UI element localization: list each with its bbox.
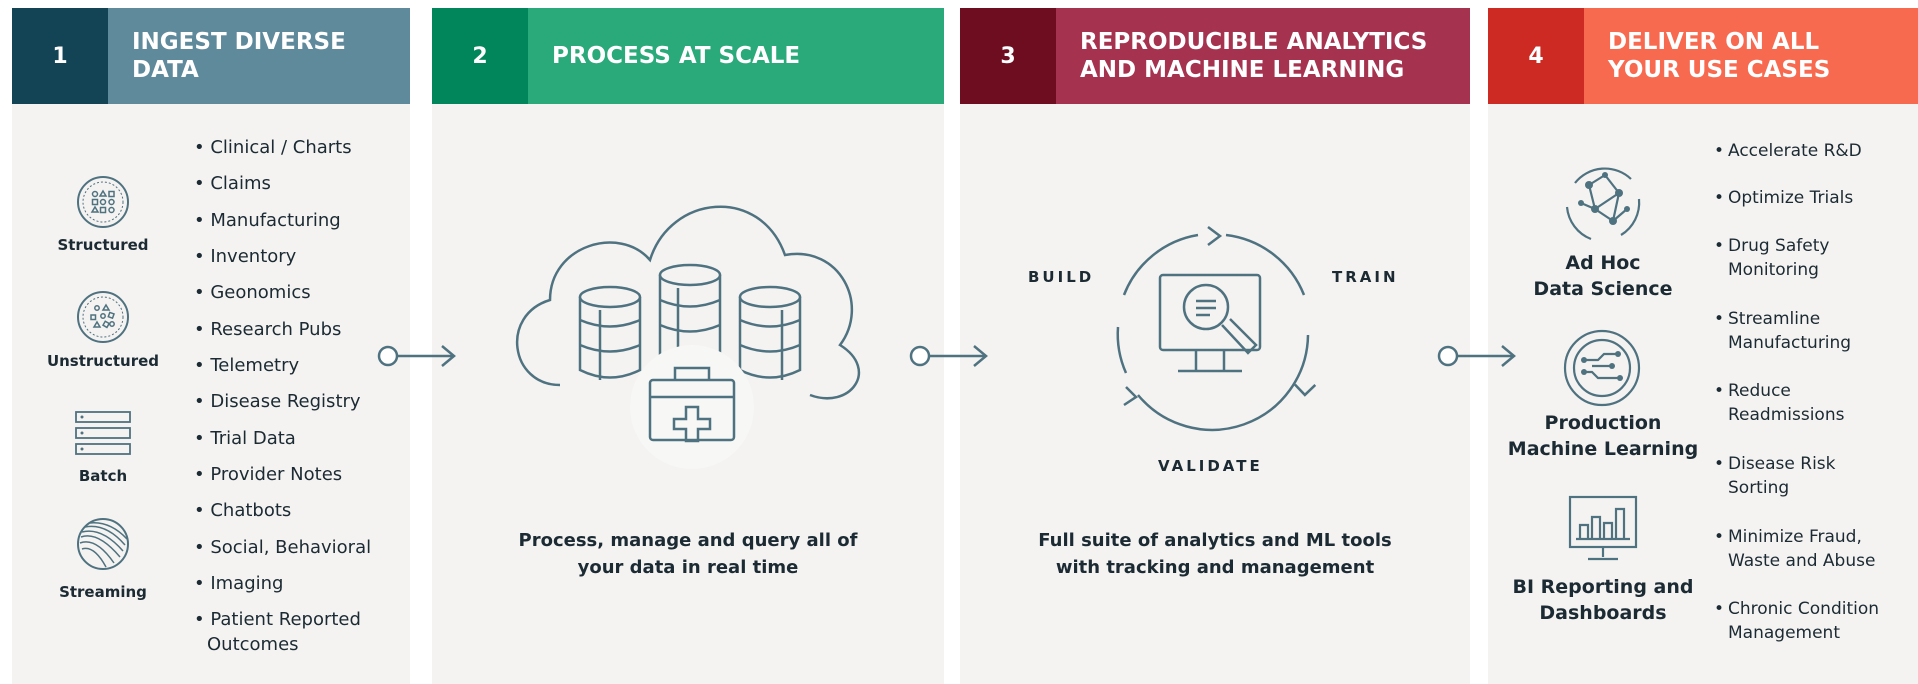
source-label-structured: Structured xyxy=(57,236,149,254)
data-type-item: • Trial Data xyxy=(194,428,296,449)
batch-icon xyxy=(75,411,131,455)
step-number: 3 xyxy=(960,8,1056,104)
step-title-line: INGEST DIVERSE xyxy=(132,29,346,55)
use-case-item: •Accelerate R&D xyxy=(1714,141,1862,161)
process-caption: Process, manage and query all of your da… xyxy=(432,527,944,581)
panel-analytics xyxy=(960,96,1470,684)
step-title-line: AND MACHINE LEARNING xyxy=(1080,57,1405,83)
analytics-caption: Full suite of analytics and ML tools wit… xyxy=(960,527,1470,581)
flow-arrow-2 xyxy=(909,345,988,367)
step-number: 2 xyxy=(432,8,528,104)
step-title-line: YOUR USE CASES xyxy=(1608,57,1831,83)
ml-cycle-icon xyxy=(1116,226,1317,432)
stage-validate: VALIDATE xyxy=(1158,457,1263,475)
use-case-item: •Optimize Trials xyxy=(1714,188,1854,208)
source-label-streaming: Streaming xyxy=(59,583,147,601)
data-type-item-continued: Outcomes xyxy=(207,634,299,655)
panel-deliver xyxy=(1488,96,1918,684)
unstructured-icon xyxy=(77,291,129,343)
step-title: PROCESS AT SCALE xyxy=(528,8,944,104)
source-label-batch: Batch xyxy=(78,467,128,485)
step-number: 1 xyxy=(12,8,108,104)
caption-line: your data in real time xyxy=(577,557,799,578)
data-type-item: • Clinical / Charts xyxy=(194,137,352,158)
step-title-line: DATA xyxy=(132,57,199,83)
data-type-item: • Claims xyxy=(194,173,271,194)
dashboard-icon xyxy=(1568,495,1638,561)
circuit-icon xyxy=(1563,329,1641,407)
use-case-item: •Minimize Fraud,Waste and Abuse xyxy=(1714,527,1876,571)
step-title-line: DELIVER ON ALL xyxy=(1608,29,1820,55)
flow-arrow-3 xyxy=(1437,345,1516,367)
data-type-item: • Provider Notes xyxy=(194,464,343,485)
structured-icon xyxy=(77,176,129,228)
data-type-item: • Patient Reported xyxy=(194,609,361,630)
data-type-item: • Telemetry xyxy=(194,355,300,376)
step-title-line: PROCESS AT SCALE xyxy=(552,43,801,69)
step-title-line: REPRODUCIBLE ANALYTICS xyxy=(1080,29,1428,55)
caption-line: with tracking and management xyxy=(1055,557,1375,578)
data-type-item: • Inventory xyxy=(194,246,297,267)
cloud-data-icon xyxy=(515,205,861,469)
data-type-item: • Imaging xyxy=(194,573,284,594)
data-type-item: • Chatbots xyxy=(194,500,292,521)
caption-line: Process, manage and query all of xyxy=(518,530,858,551)
data-type-item: • Research Pubs xyxy=(194,319,342,340)
flow-arrow-1 xyxy=(377,345,456,367)
source-label-unstructured: Unstructured xyxy=(46,352,160,370)
step-number: 4 xyxy=(1488,8,1584,104)
data-type-item: • Social, Behavioral xyxy=(194,537,372,558)
caption-line: Full suite of analytics and ML tools xyxy=(1038,530,1392,551)
step-header-2: 2 PROCESS AT SCALE xyxy=(432,8,944,104)
data-type-item: • Manufacturing xyxy=(194,210,341,231)
streaming-icon xyxy=(77,518,129,570)
network-icon xyxy=(1565,167,1641,241)
data-type-item: • Disease Registry xyxy=(194,391,361,412)
stage-build: BUILD xyxy=(1028,268,1095,286)
stage-train: TRAIN xyxy=(1332,268,1399,286)
data-type-item: • Geonomics xyxy=(194,282,311,303)
